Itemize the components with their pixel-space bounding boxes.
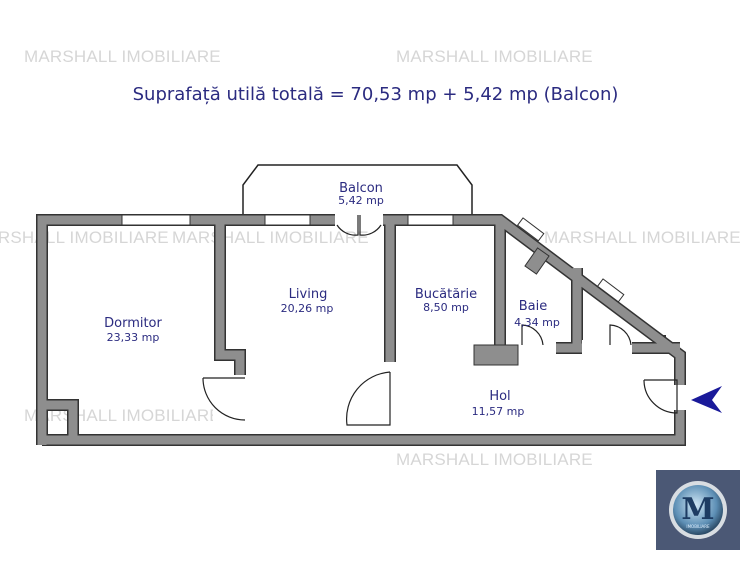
room-area-dormitor: 23,33 mp bbox=[107, 331, 160, 344]
watermark: MARSHALL IMOBILIARE bbox=[396, 47, 593, 66]
logo-badge-icon: M IMOBILIARE bbox=[669, 481, 727, 539]
room-name-bucatarie: Bucătărie bbox=[415, 287, 477, 302]
room-area-bucatarie: 8,50 mp bbox=[423, 301, 469, 314]
room-area-balcon: 5,42 mp bbox=[338, 194, 384, 207]
door-swings bbox=[202, 215, 678, 426]
room-name-baie: Baie bbox=[519, 299, 548, 314]
room-area-living: 20,26 mp bbox=[281, 302, 334, 315]
walls bbox=[36, 214, 686, 446]
room-area-hol: 11,57 mp bbox=[472, 405, 525, 418]
entrance-arrow-icon bbox=[691, 386, 722, 413]
room-name-living: Living bbox=[289, 287, 328, 302]
pillar bbox=[473, 344, 519, 366]
total-area-title: Suprafață utilă totală = 70,53 mp + 5,42… bbox=[132, 84, 619, 105]
room-name-balcon: Balcon bbox=[339, 181, 383, 196]
logo-letter: M bbox=[681, 492, 714, 527]
balcony-outline bbox=[242, 164, 473, 215]
watermark: MARSHALL IMOBILIARE bbox=[396, 450, 593, 469]
pillar bbox=[524, 247, 550, 275]
watermark: MARSHALL IMOBILIARE bbox=[24, 47, 221, 66]
room-area-baie: 4,34 mp bbox=[514, 316, 560, 329]
watermark: MARSHALL IMOBILIARE bbox=[544, 228, 741, 247]
door-gaps bbox=[213, 213, 687, 433]
room-name-dormitor: Dormitor bbox=[104, 316, 162, 331]
logo-text: IMOBILIARE bbox=[686, 524, 710, 529]
room-name-hol: Hol bbox=[489, 389, 510, 404]
company-logo: M IMOBILIARE bbox=[656, 470, 740, 550]
windows bbox=[121, 214, 625, 303]
